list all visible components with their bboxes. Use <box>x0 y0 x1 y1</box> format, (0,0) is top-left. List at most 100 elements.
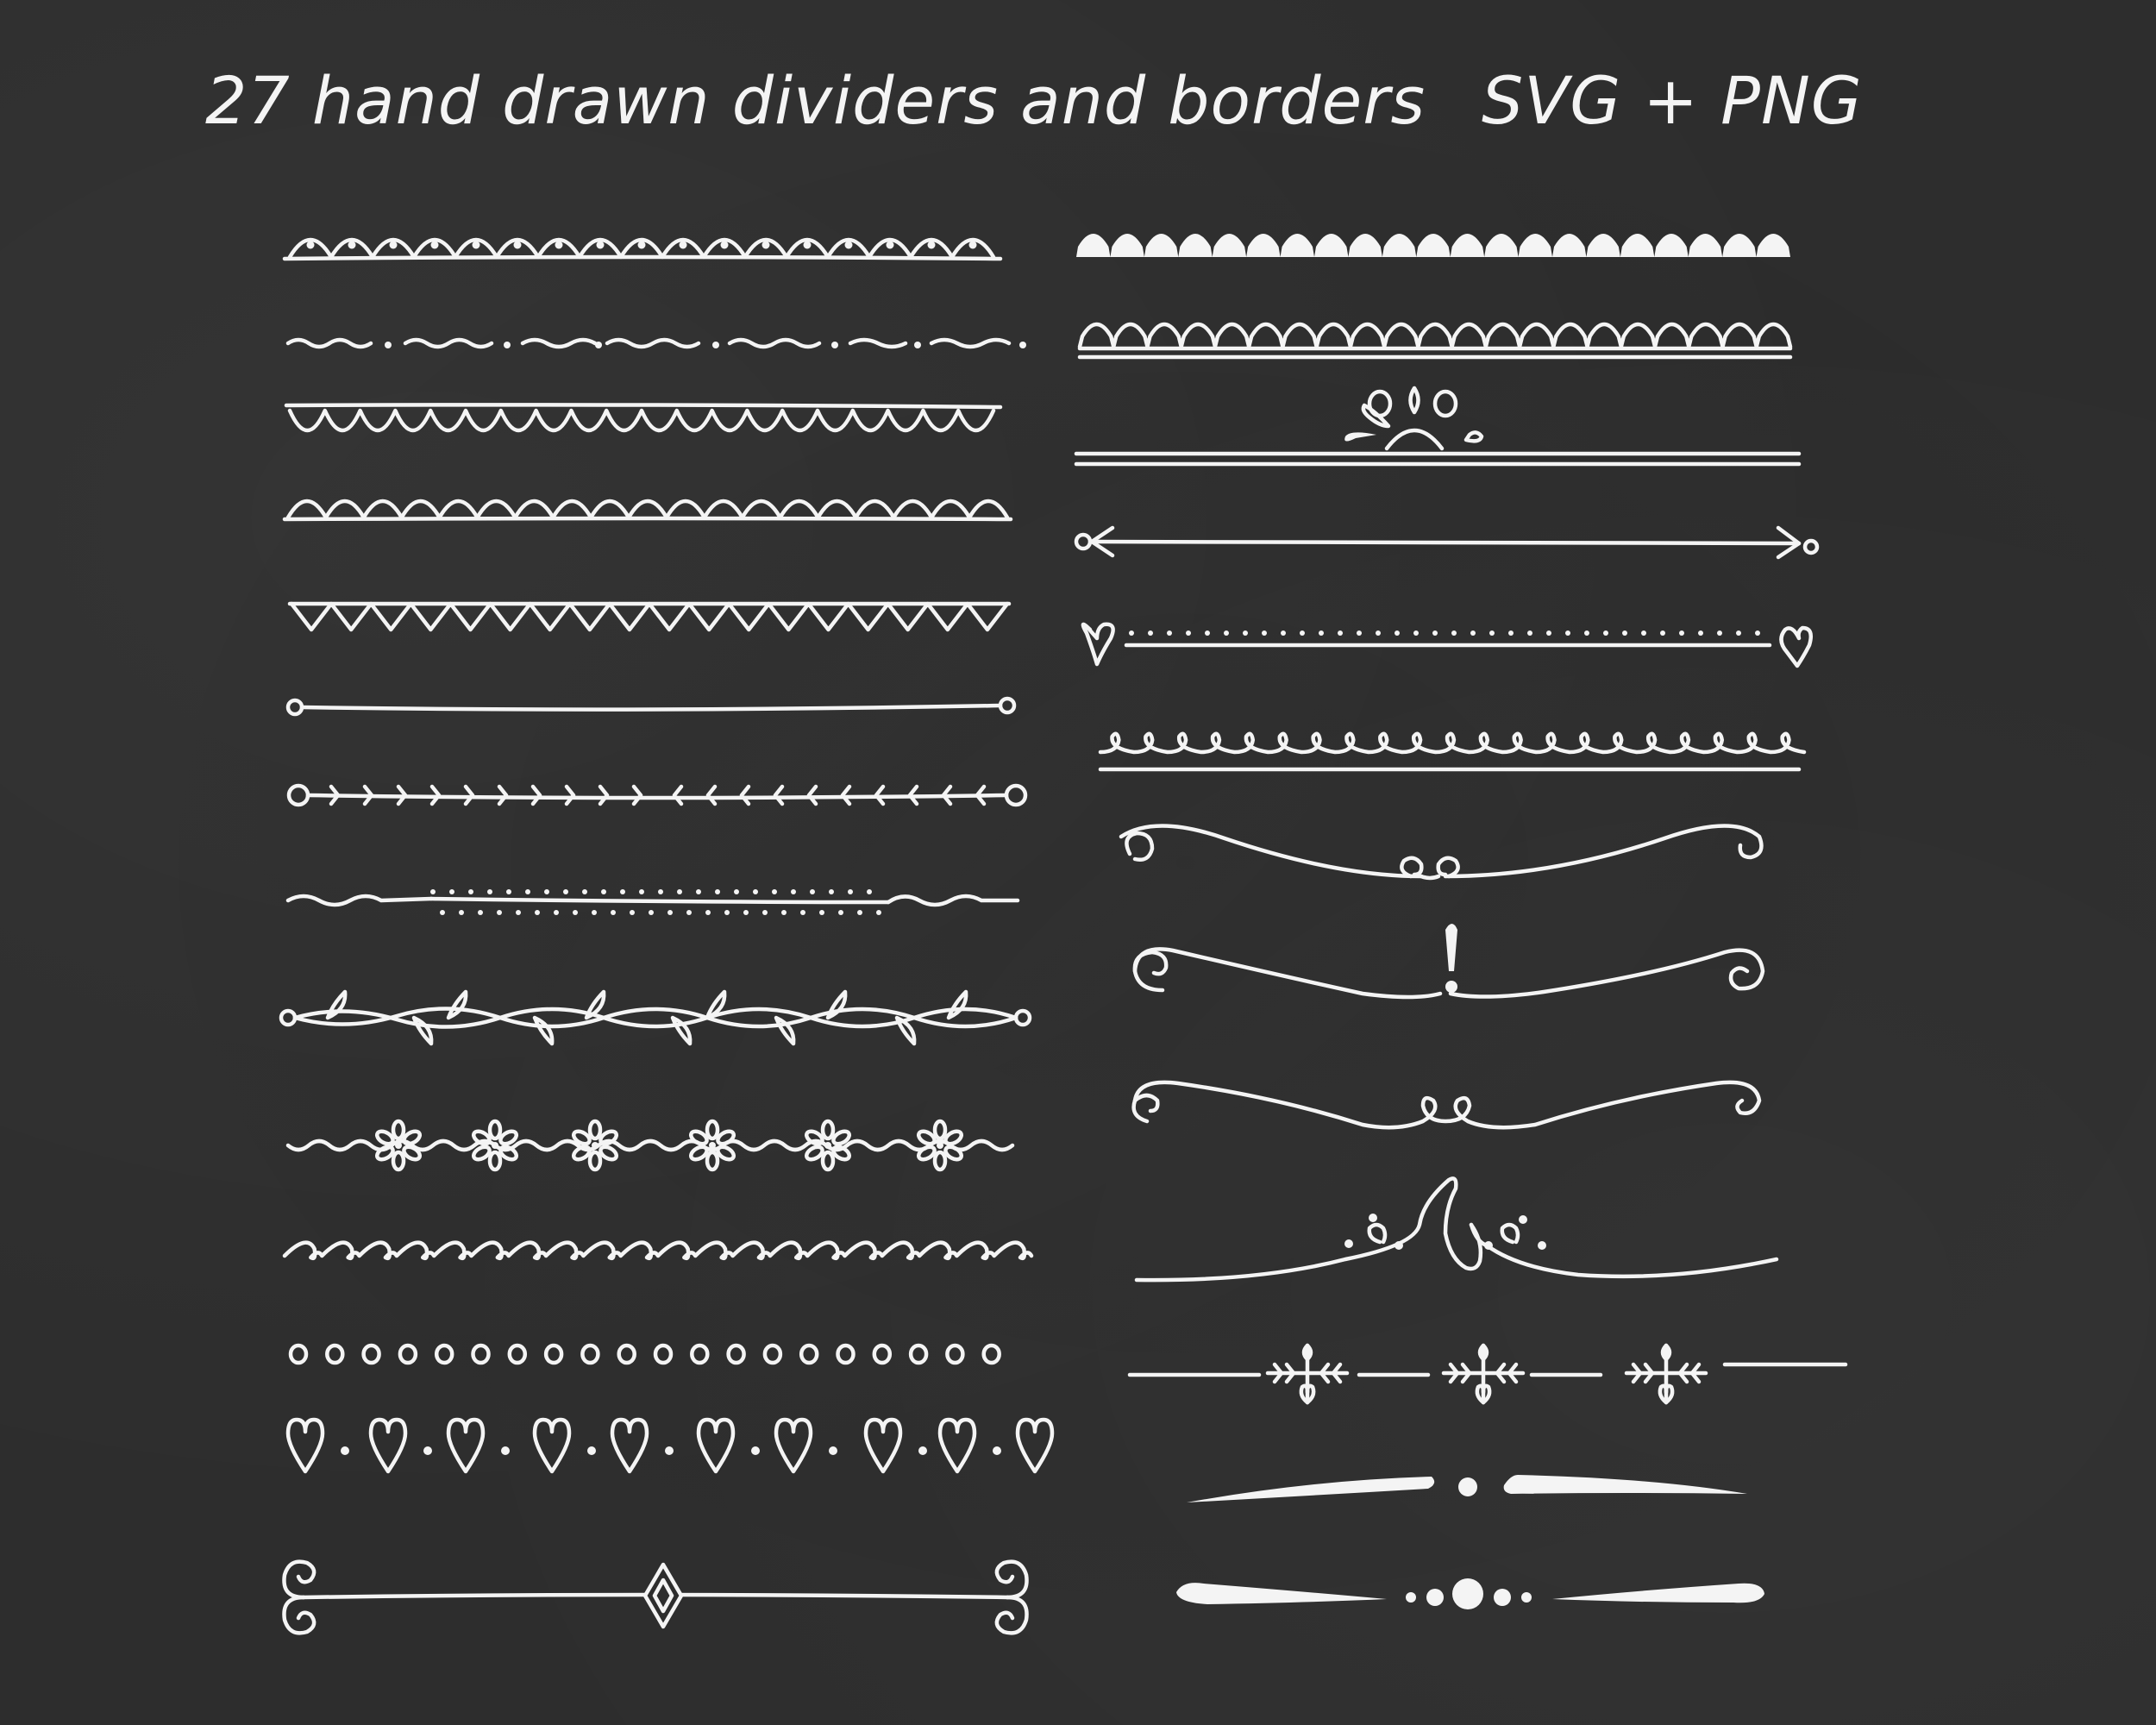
divider-tapered-dots <box>1176 1578 1764 1609</box>
scallop-dot <box>968 241 977 249</box>
dot <box>743 910 749 915</box>
dot <box>800 910 805 915</box>
circle-bead <box>945 1343 965 1365</box>
divider-line-end-circles <box>285 696 1017 717</box>
divider-hearts-dots <box>285 1417 1055 1474</box>
divider-arrow <box>1074 525 1820 560</box>
dot <box>1698 630 1703 636</box>
heart <box>532 1417 572 1474</box>
leaf <box>774 1015 796 1046</box>
dot <box>504 342 511 348</box>
divider-wave-flowers <box>285 1119 1015 1172</box>
dot <box>1755 630 1760 636</box>
dot <box>1224 630 1229 636</box>
dot <box>712 342 719 348</box>
dot <box>440 910 445 915</box>
dot <box>487 889 492 894</box>
divider-solid-bumps <box>1076 234 1790 257</box>
dot <box>696 889 701 894</box>
leaf <box>894 1015 917 1046</box>
dot <box>724 910 730 915</box>
divider-double-curl <box>1131 1080 1762 1130</box>
dot <box>1167 630 1172 636</box>
dot <box>516 910 521 915</box>
dot <box>1736 630 1741 636</box>
circle-bead <box>434 1343 454 1365</box>
dot <box>1622 630 1627 636</box>
dot <box>1489 630 1495 636</box>
dot <box>587 1446 596 1455</box>
dot <box>525 889 530 894</box>
dot <box>1148 630 1153 636</box>
dot <box>497 910 502 915</box>
dot <box>1338 630 1343 636</box>
heart <box>696 1417 736 1474</box>
dot <box>829 889 834 894</box>
circle-bead <box>580 1343 600 1365</box>
scallop-series <box>287 237 996 260</box>
leaf <box>532 1015 555 1046</box>
heart <box>937 1417 977 1474</box>
circle-bead <box>543 1343 564 1365</box>
dot <box>1546 630 1551 636</box>
circle-bead <box>361 1343 381 1365</box>
dot <box>1300 630 1305 636</box>
dot <box>501 1446 510 1455</box>
dot <box>1395 630 1400 636</box>
dot <box>423 1446 432 1455</box>
circle-bead <box>872 1343 893 1365</box>
dot <box>658 889 663 894</box>
dot <box>385 342 392 348</box>
dot <box>1603 630 1608 636</box>
dot <box>715 889 720 894</box>
scallop-dot <box>430 241 439 249</box>
dot <box>630 910 635 915</box>
leaf <box>446 989 468 1020</box>
sprig <box>1624 1343 1708 1405</box>
divider-curls <box>1098 731 1807 772</box>
dot <box>751 1446 760 1455</box>
leaf <box>584 989 606 1020</box>
heart <box>1015 1417 1055 1474</box>
divider-wavy-dotted <box>285 889 1020 915</box>
flower <box>916 1119 964 1172</box>
flower <box>471 1119 519 1172</box>
scallop-dot <box>927 241 936 249</box>
flower <box>804 1119 852 1172</box>
dot <box>468 889 473 894</box>
dot <box>819 910 824 915</box>
circle-bead <box>908 1343 929 1365</box>
scallop-dot <box>720 241 729 249</box>
leaf <box>946 989 968 1020</box>
dot <box>1451 630 1457 636</box>
dot <box>1527 630 1532 636</box>
divider-circles-row <box>288 1343 1001 1365</box>
scallop-dot <box>348 241 356 249</box>
dot <box>665 1446 674 1455</box>
divider-chevrons <box>286 783 1028 807</box>
divider-loops <box>282 1240 1034 1261</box>
divider-tapered-dot <box>1187 1475 1747 1502</box>
dot <box>554 910 559 915</box>
dot <box>829 1446 837 1455</box>
dot <box>649 910 654 915</box>
divider-vine-leaves <box>279 989 1032 1046</box>
dot <box>582 889 587 894</box>
dot <box>1129 630 1134 636</box>
dot <box>1717 630 1722 636</box>
circle-bead <box>836 1343 856 1365</box>
dot <box>1508 630 1514 636</box>
dot <box>592 910 597 915</box>
divider-hanging-scallops <box>284 403 1003 432</box>
circle-bead <box>726 1343 746 1365</box>
dot <box>848 889 853 894</box>
leaf <box>411 1015 434 1046</box>
dot <box>791 889 796 894</box>
scallop-dot <box>761 241 770 249</box>
dot <box>1319 630 1324 636</box>
dot <box>1679 630 1684 636</box>
divider-dotted-scallops-top <box>282 237 1003 261</box>
flower <box>571 1119 619 1172</box>
dot <box>1281 630 1286 636</box>
